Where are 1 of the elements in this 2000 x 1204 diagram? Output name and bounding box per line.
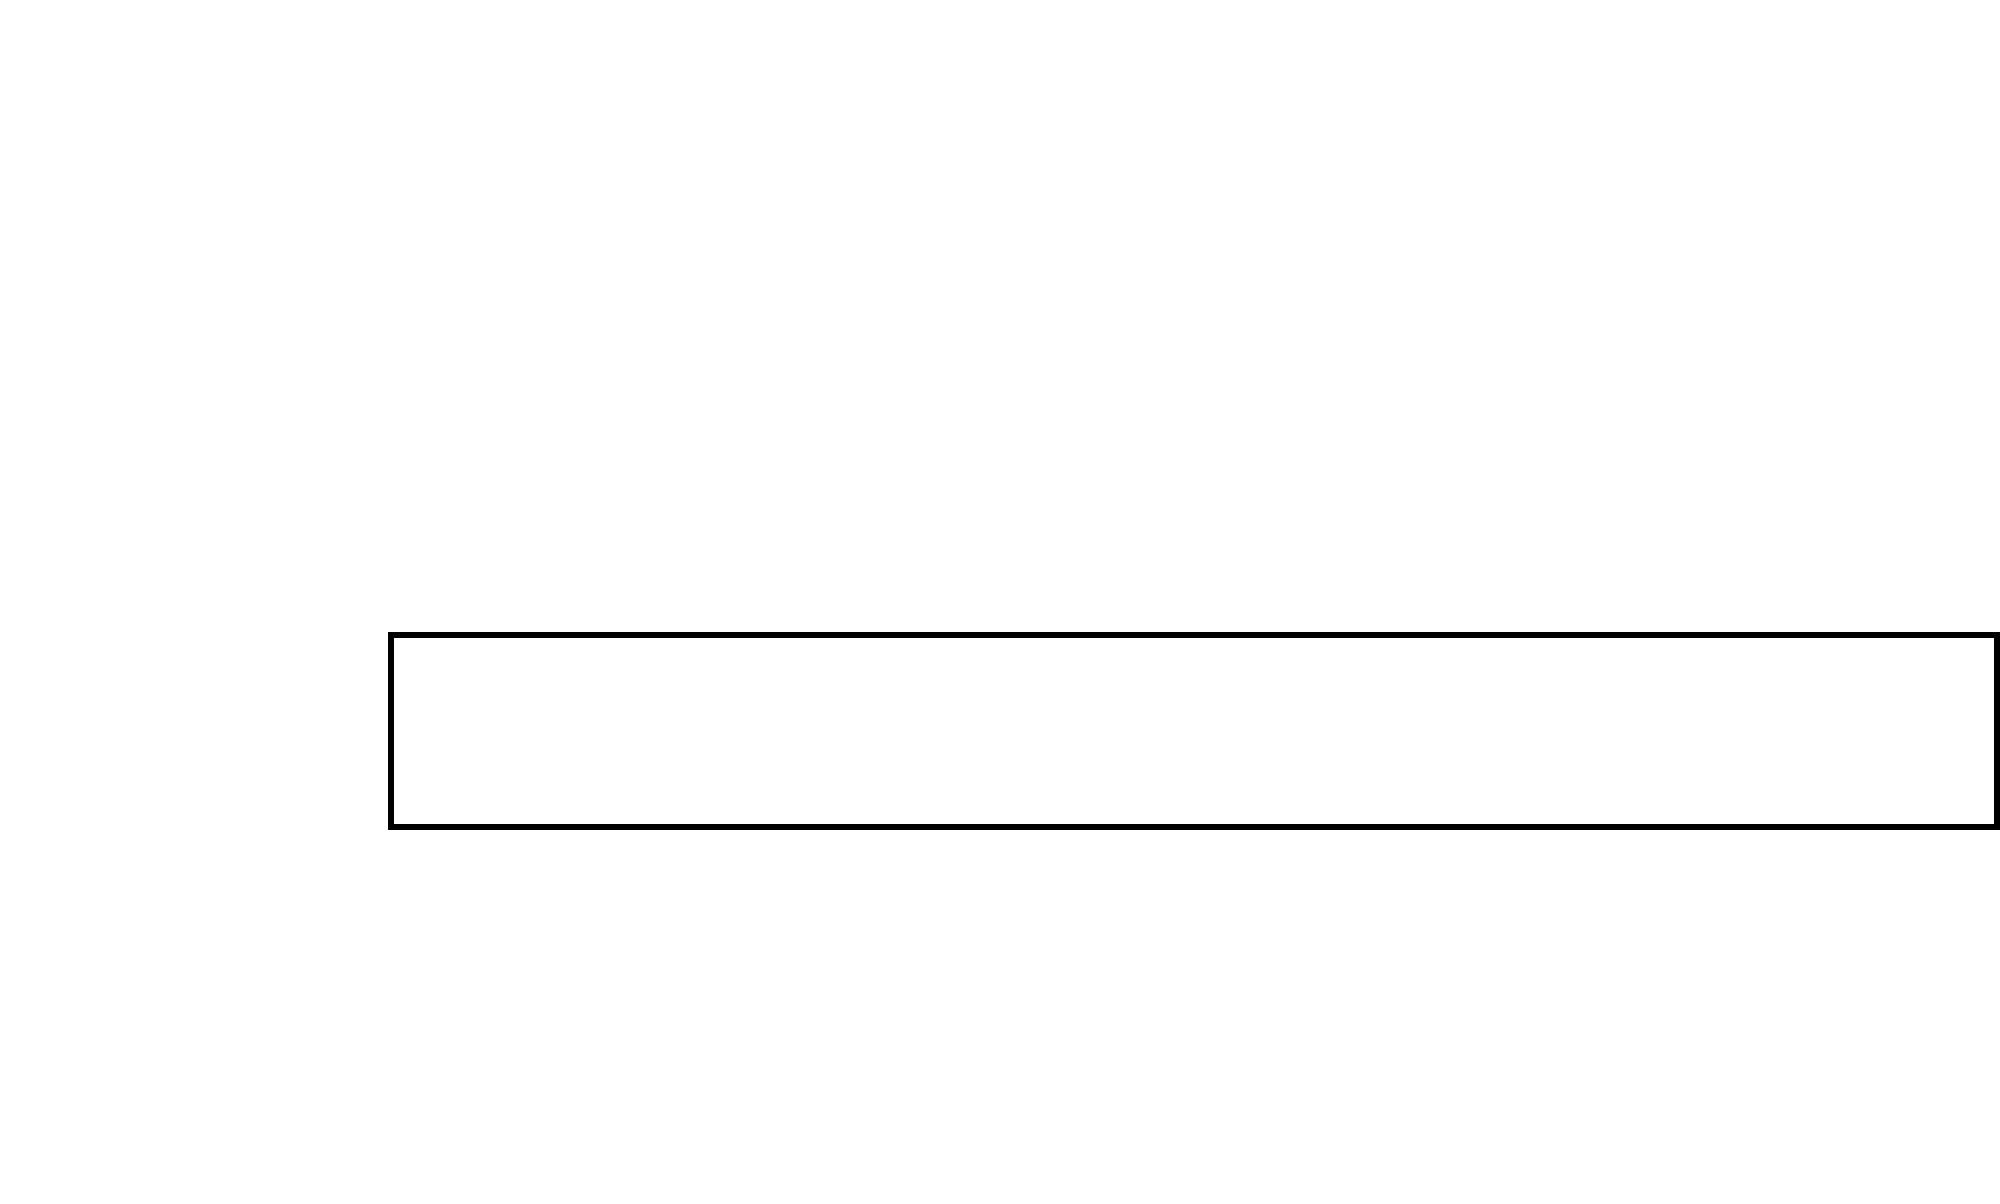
empty-box [388,632,2000,830]
